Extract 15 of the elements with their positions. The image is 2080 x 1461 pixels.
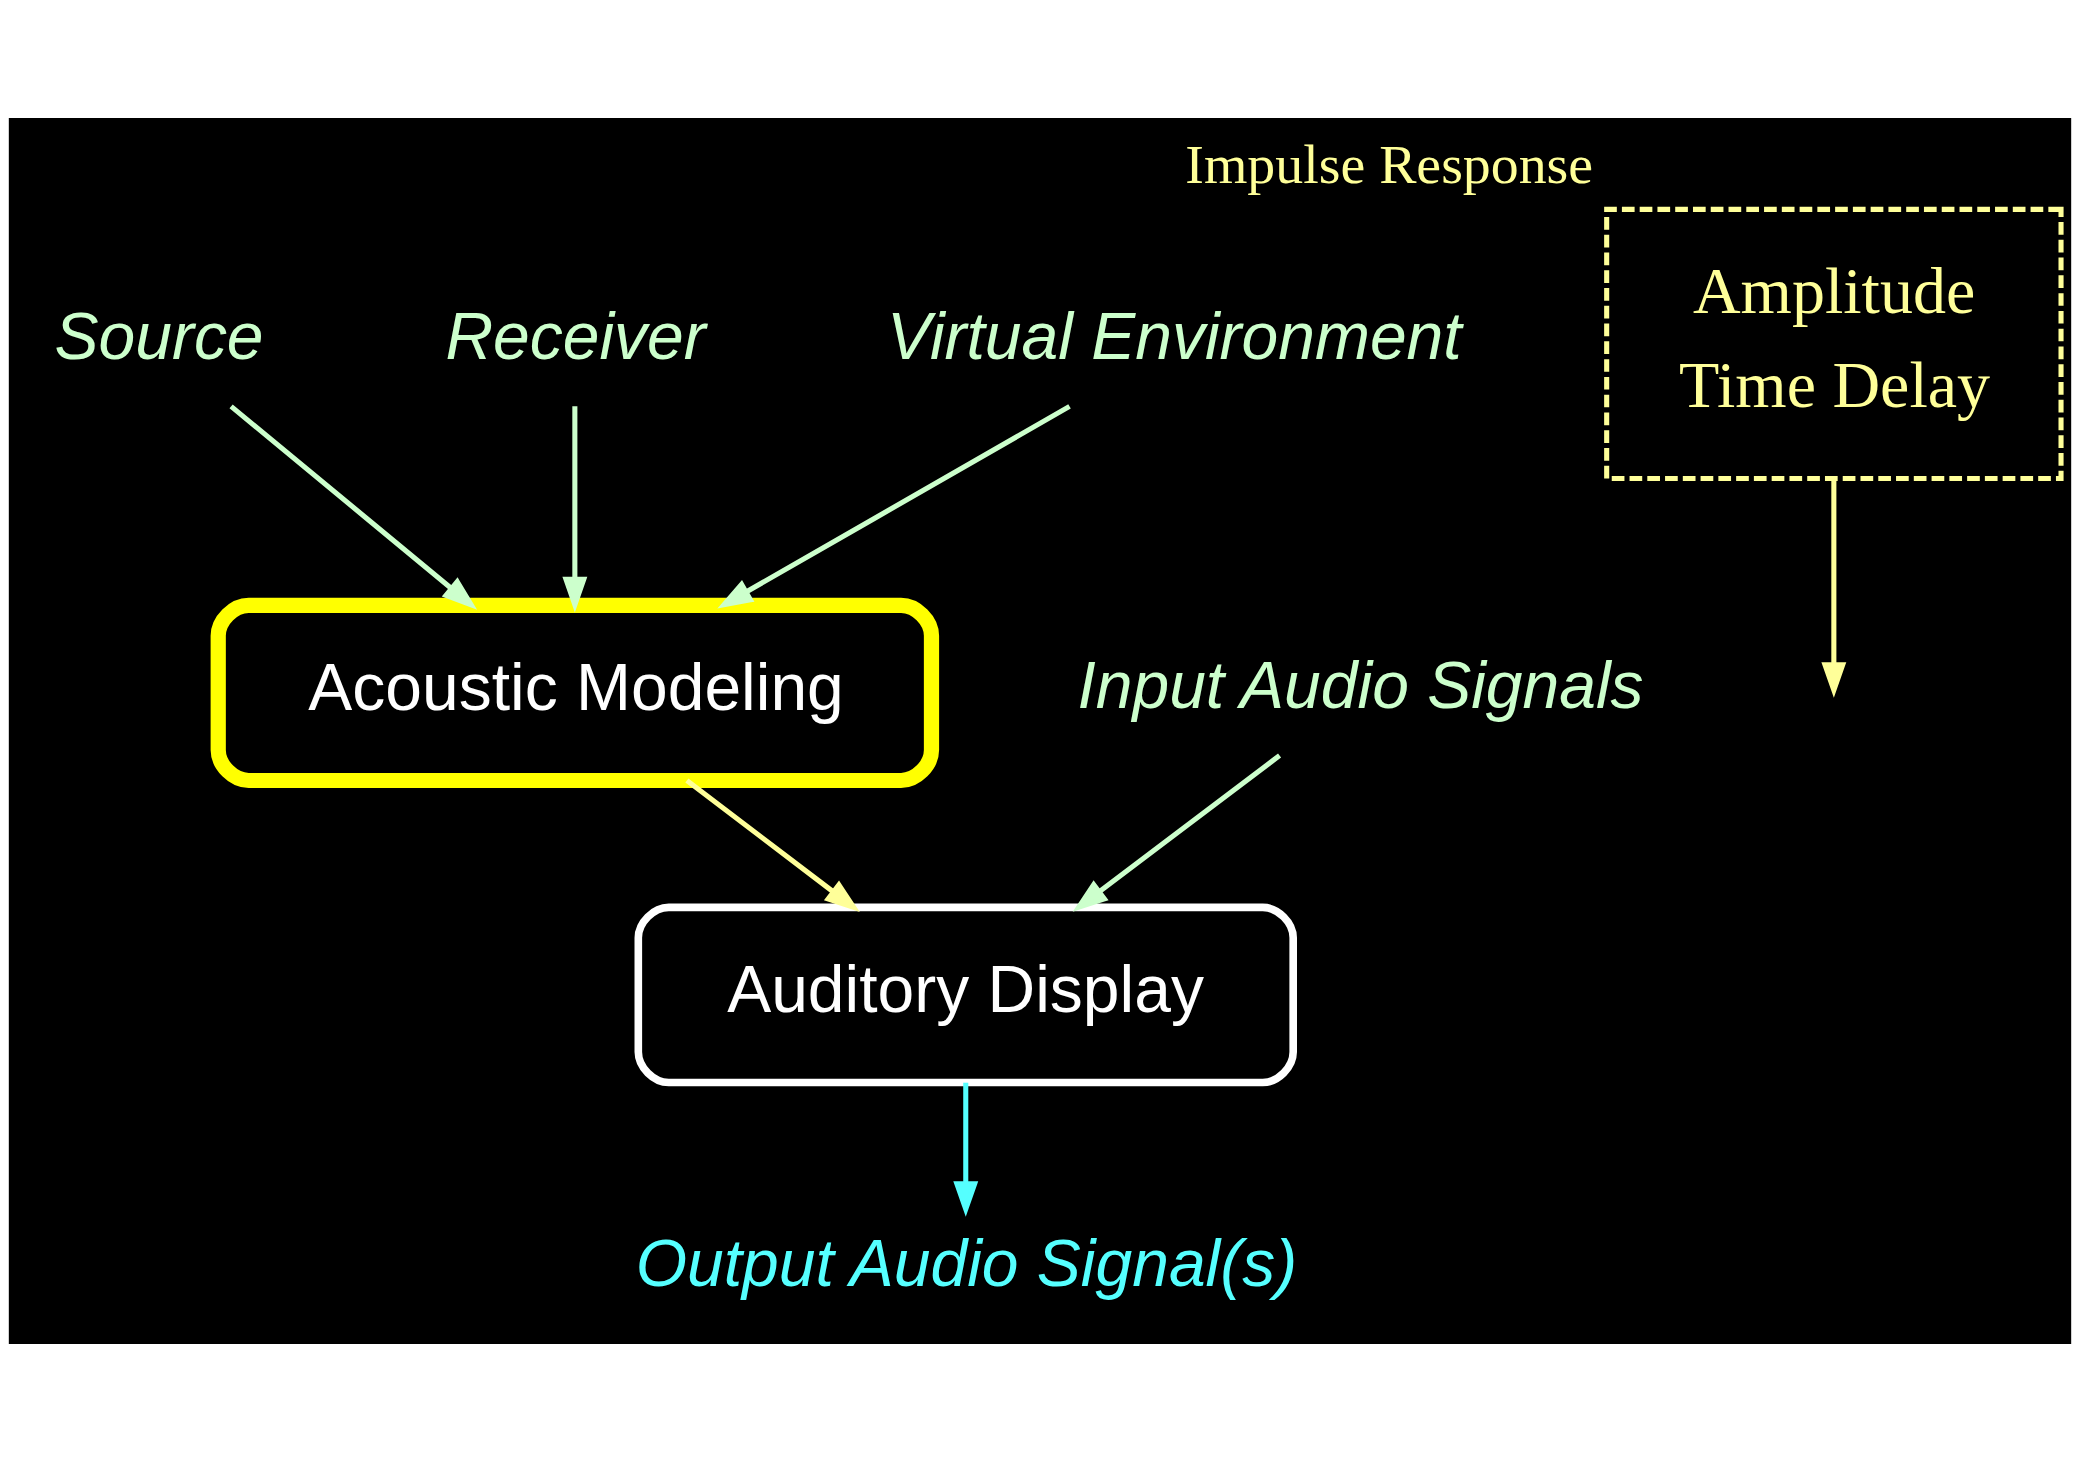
arrow: [1072, 753, 1282, 912]
node-box: Amplitude Time Delay: [1604, 206, 2064, 481]
arrow: [717, 403, 1071, 609]
node-text: Virtual Environment: [887, 298, 1462, 373]
node-label: Impulse Response: [1185, 132, 1594, 195]
arrow: [229, 403, 478, 610]
node-text: Output Audio Signal(s): [635, 1225, 1298, 1300]
node-box: Auditory Display: [634, 903, 1297, 1086]
arrow: [562, 405, 588, 612]
arrow: [953, 1082, 979, 1217]
node-text: Source: [54, 298, 264, 373]
node-text: Receiver: [445, 298, 706, 373]
node-box: Acoustic Modeling: [210, 597, 940, 788]
node-text: Input Audio Signals: [1077, 647, 1644, 722]
arrow: [685, 778, 860, 912]
